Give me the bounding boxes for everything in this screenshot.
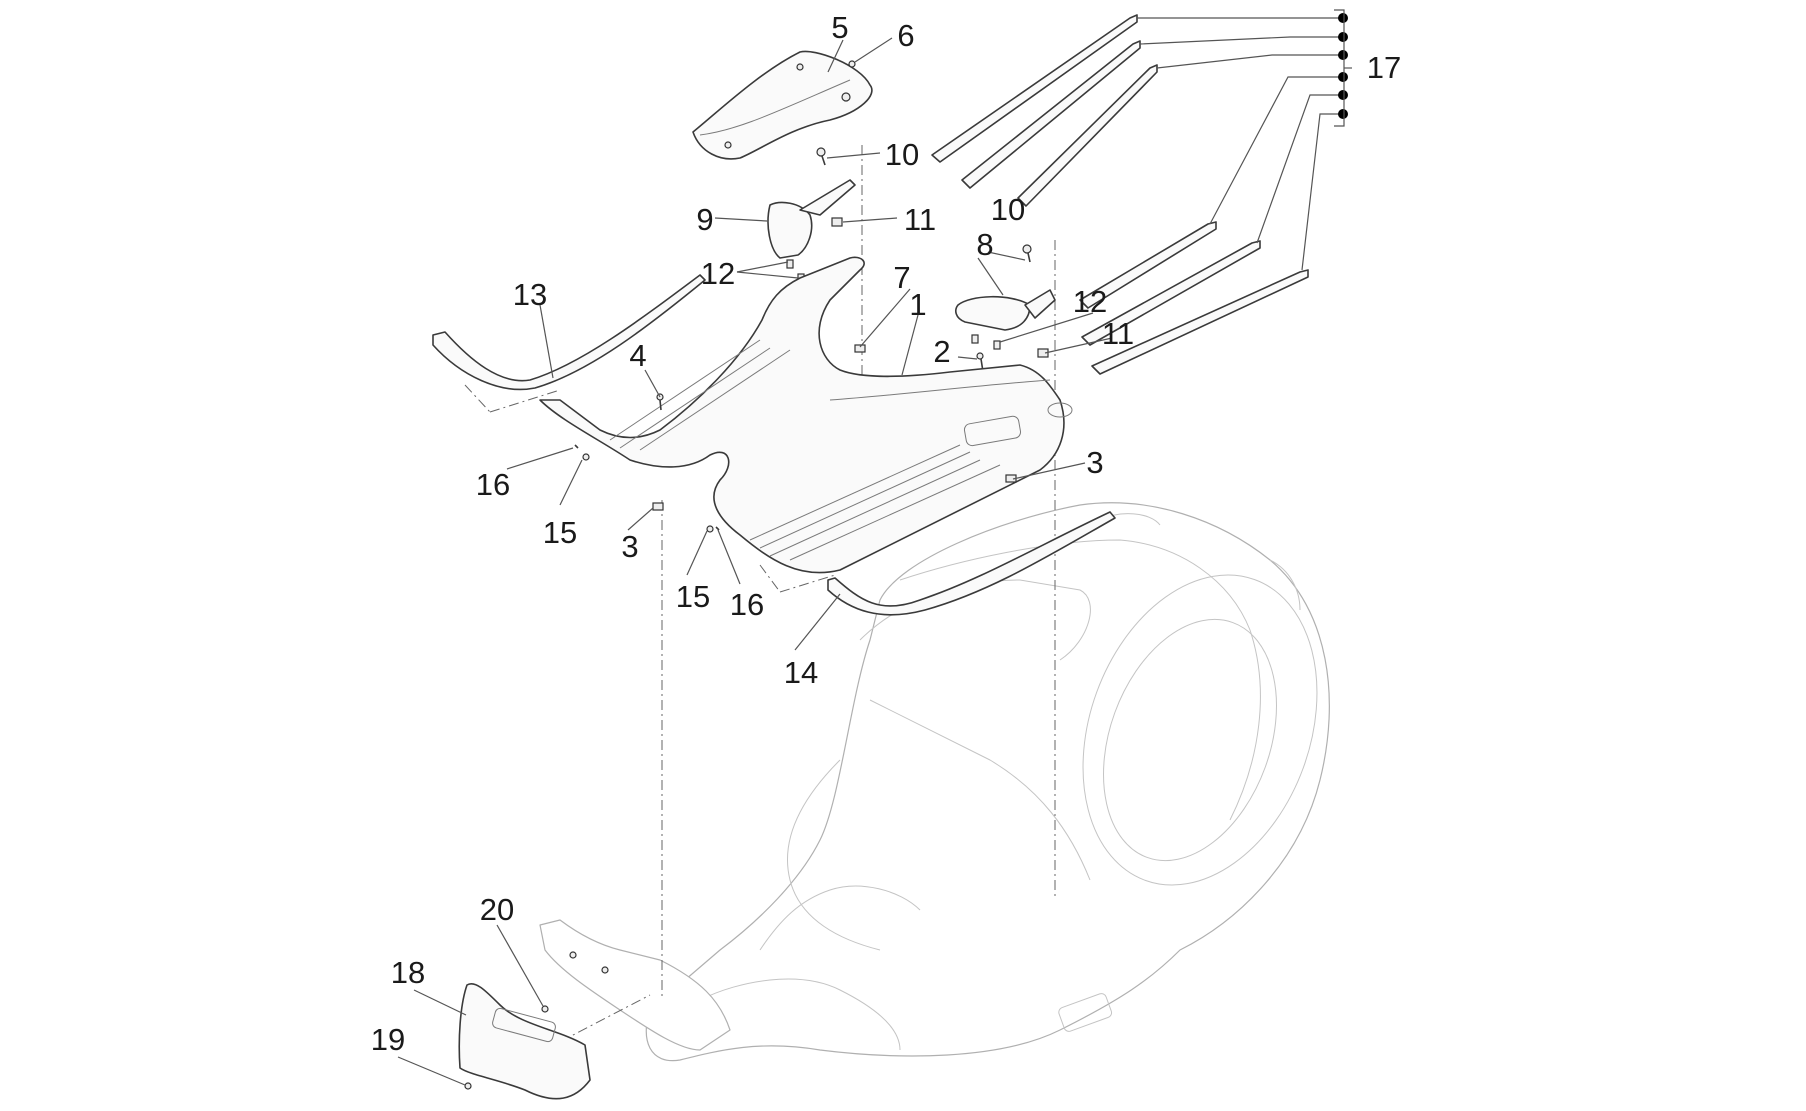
callout-3a: 3	[621, 529, 638, 564]
part-19-screw	[464, 1082, 472, 1090]
part-20-clip	[541, 1005, 549, 1013]
part-15-screw-a	[582, 453, 590, 461]
part-12-clip-a1	[786, 259, 794, 269]
callout-6: 6	[897, 18, 914, 53]
group-marker-dot	[1338, 72, 1348, 82]
part-15-screw-b	[706, 525, 714, 533]
callout-19: 19	[371, 1022, 405, 1057]
callout-4: 4	[629, 338, 646, 373]
part-14-trim-strip	[827, 511, 1116, 616]
callout-8: 8	[976, 227, 993, 262]
callout-11a: 11	[904, 202, 936, 237]
part-10-screw-b	[1022, 244, 1032, 263]
part-13-trim-strip	[432, 274, 706, 391]
callout-18: 18	[391, 955, 425, 990]
group-marker-dot	[1338, 13, 1348, 23]
part-16-washer-a	[574, 444, 579, 449]
part-12-clip-b2	[993, 340, 1001, 350]
callout-3b: 3	[1086, 445, 1103, 480]
part-7-clip	[854, 344, 866, 353]
callout-16b: 16	[730, 587, 764, 622]
callout-16a: 16	[476, 467, 510, 502]
part-12-clip-b1	[971, 334, 979, 344]
callout-15a: 15	[543, 515, 577, 550]
scooter-frame-body	[645, 502, 1330, 1062]
part-17-group-markers	[1334, 9, 1352, 127]
part-17-rubber-strips	[931, 14, 1309, 375]
callout-10b: 10	[991, 192, 1025, 227]
group-marker-dot	[1338, 109, 1348, 119]
callout-17: 17	[1367, 50, 1401, 85]
group-marker-dot	[1338, 50, 1348, 60]
leader-lines	[397, 17, 1340, 1086]
callout-9: 9	[696, 202, 713, 237]
callout-labels: 5 6 10 9 11 10 8 12 7 1 12 11 2 3 13 4 1…	[371, 10, 1401, 1057]
callout-13: 13	[513, 277, 547, 312]
part-11-clip-b	[1037, 348, 1049, 358]
part-1-floor-panel	[539, 256, 1073, 574]
part-10-screw-a	[816, 147, 826, 166]
group-marker-dot	[1338, 90, 1348, 100]
callout-7: 7	[893, 260, 910, 295]
callout-12b: 12	[1073, 284, 1107, 319]
screw-icon	[601, 966, 609, 974]
part-18-cover-plate	[458, 983, 591, 1100]
part-5-tunnel-cover	[692, 50, 873, 160]
part-16-washer-b	[715, 526, 720, 531]
callout-10a: 10	[885, 137, 919, 172]
callout-2: 2	[933, 334, 950, 369]
callout-1: 1	[909, 287, 926, 322]
part-9-footrest-left	[767, 179, 856, 259]
callout-20: 20	[480, 892, 514, 927]
callout-14: 14	[784, 655, 818, 690]
callout-12a: 12	[701, 256, 735, 291]
part-11-clip-a	[831, 217, 843, 227]
part-8-footrest-right	[955, 289, 1056, 331]
group-marker-dot	[1338, 32, 1348, 42]
leg-shield-lower-panel	[539, 919, 731, 1051]
callout-11b: 11	[1102, 316, 1134, 351]
part-6-screw	[848, 60, 856, 68]
callout-5: 5	[831, 10, 848, 45]
callout-15b: 15	[676, 579, 710, 614]
part-3-clip-a	[652, 502, 664, 511]
screw-icon	[569, 951, 577, 959]
